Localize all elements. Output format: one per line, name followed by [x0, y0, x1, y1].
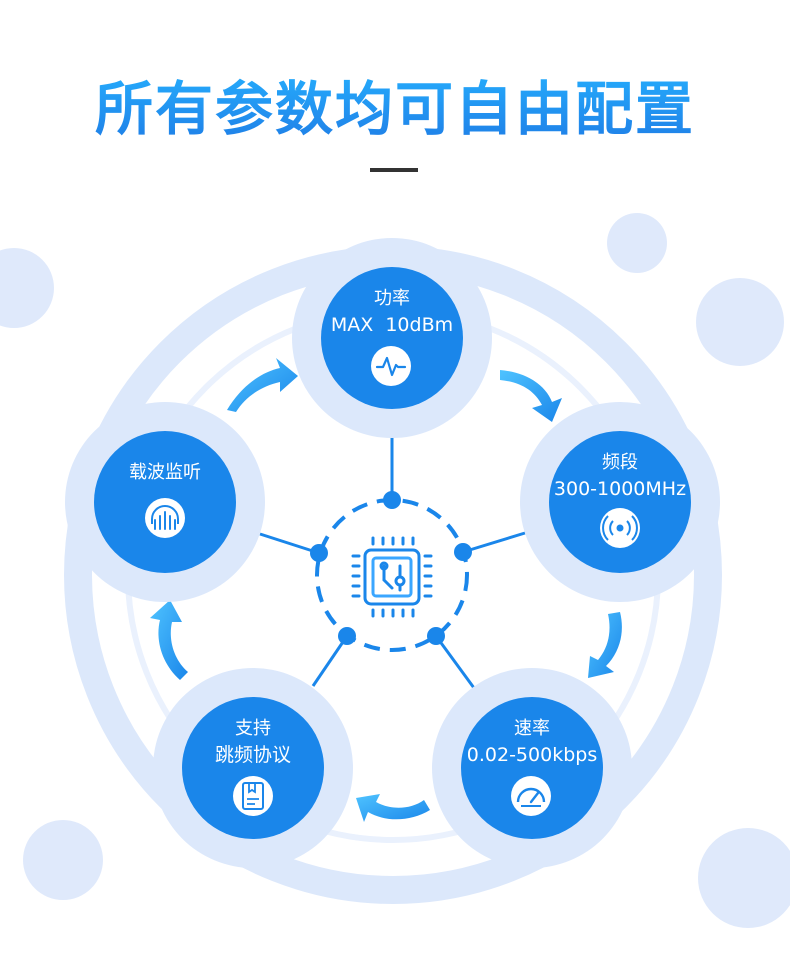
bubble-decor: [607, 213, 667, 273]
node-monitor-label: 载波监听: [129, 462, 201, 483]
title-divider: [370, 168, 418, 172]
node-power-text: 功率 MAX 10dBm: [322, 286, 462, 338]
bubble-decor: [696, 278, 784, 366]
node-rate-value: 0.02-500kbps: [466, 744, 598, 766]
bubble-decor: [23, 820, 103, 900]
page-title: 所有参数均可自由配置: [0, 62, 790, 146]
hub-ring: [315, 498, 469, 652]
node-power: [292, 238, 492, 438]
connector-lines: [259, 437, 526, 689]
node-band-label: 频段: [602, 452, 638, 473]
pulse-icon: [371, 346, 411, 386]
node-power-value: MAX 10dBm: [330, 314, 454, 336]
headphones-icon: [145, 498, 185, 538]
speedometer-icon: [511, 776, 551, 816]
radio-signal-icon: [600, 508, 640, 548]
chip-icon: [351, 536, 433, 618]
hub-dots: [310, 491, 472, 645]
node-protocol-value: 跳频协议: [214, 744, 291, 766]
node-band-value: 300-1000MHz: [553, 478, 687, 500]
bubble-decor: [698, 828, 790, 928]
node-protocol: [153, 668, 353, 868]
bubble-decor: [0, 248, 54, 328]
node-protocol-label: 支持: [235, 718, 271, 739]
node-power-label: 功率: [374, 288, 410, 309]
document-icon: [233, 776, 273, 816]
node-protocol-text: 支持 跳频协议: [183, 716, 323, 768]
node-band: [520, 402, 720, 602]
node-rate-text: 速率 0.02-500kbps: [457, 716, 607, 768]
node-rate-label: 速率: [514, 718, 550, 739]
cycle-arrows: [150, 358, 622, 822]
node-band-text: 频段 300-1000MHz: [545, 450, 695, 502]
node-monitor-text: 载波监听: [95, 460, 235, 486]
node-rate: [432, 668, 632, 868]
